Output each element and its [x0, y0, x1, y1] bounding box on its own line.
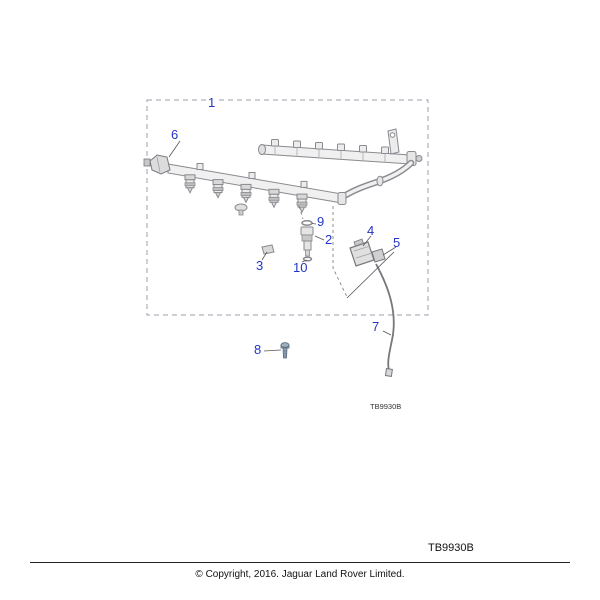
callout-4: 4: [367, 223, 375, 238]
pressure-sensor: [349, 238, 386, 267]
callout-10: 10: [293, 260, 308, 275]
callout-7: 7: [372, 319, 380, 334]
callout-3: 3: [256, 258, 264, 273]
lower-o-ring: [302, 256, 313, 262]
upper-fuel-rail: [258, 128, 423, 166]
retaining-clip: [261, 244, 275, 255]
footer-divider: [30, 562, 570, 563]
copyright-text: © Copyright, 2016. Jaguar Land Rover Lim…: [195, 569, 405, 580]
sensor-connector: [371, 248, 386, 263]
sensor-harness: [375, 263, 395, 377]
exploded-injector: [300, 220, 314, 262]
lower-fuel-rail: [143, 154, 347, 216]
callout-6: 6: [171, 127, 179, 142]
crossover-pipe: [337, 159, 415, 202]
callout-9: 9: [317, 214, 325, 229]
upper-o-ring: [301, 220, 313, 226]
dashed-reference-lines: [298, 205, 348, 298]
callout-5: 5: [393, 235, 401, 250]
assembly-boundary-box: [146, 99, 429, 316]
screw: [280, 342, 290, 359]
drawing-code-footer: TB9930B: [428, 542, 474, 554]
installed-clip: [234, 203, 248, 216]
callout-2: 2: [325, 232, 333, 247]
drawing-code-inline: TB9930B: [370, 402, 402, 411]
leader-lines: [168, 140, 397, 352]
callout-1: 1: [206, 95, 218, 110]
callout-8: 8: [254, 342, 262, 357]
rail-end-sensor: [143, 154, 171, 175]
